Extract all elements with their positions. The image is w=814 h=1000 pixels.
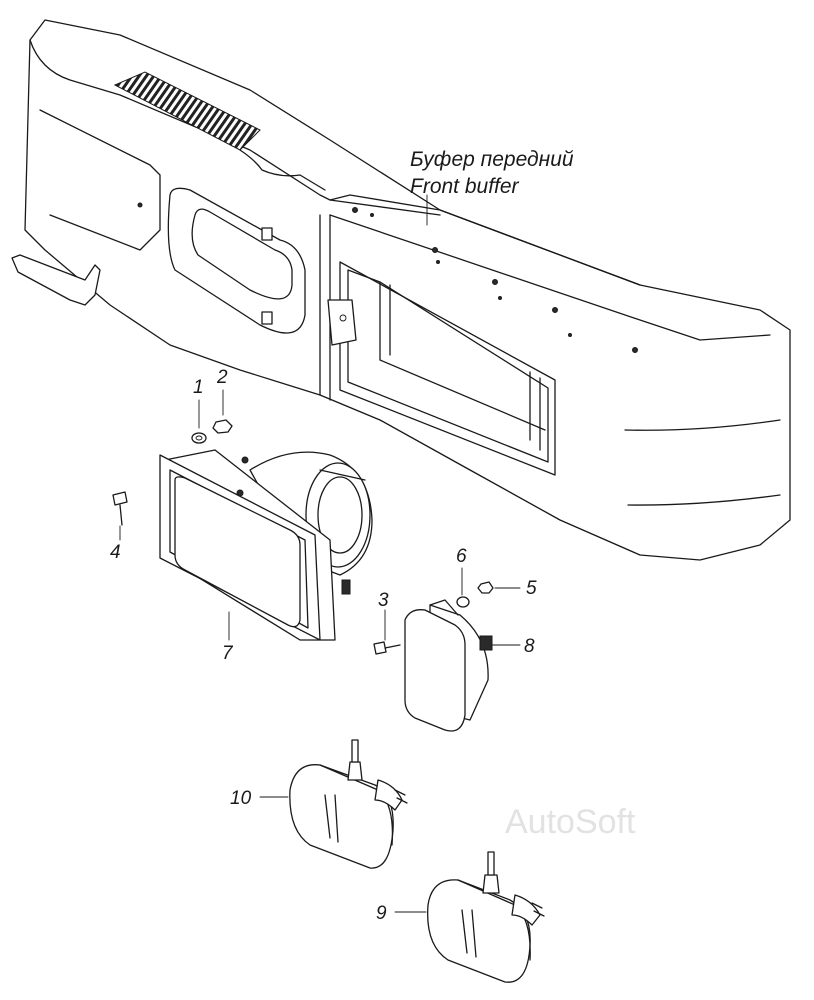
callout-1: 1 [193,377,204,398]
bolt-4 [112,491,128,526]
callout-7: 7 [222,643,234,664]
callout-3: 3 [378,590,389,611]
side-lamp [404,599,493,732]
leader-lines [119,194,521,913]
callout-9: 9 [376,903,387,924]
bolt-3 [373,641,401,655]
callout-2: 2 [216,367,228,388]
callout-4: 4 [110,542,121,563]
nut-2 [212,419,233,434]
front-bumper [11,19,791,561]
nut-5 [477,581,494,594]
bumper-holes [137,202,638,353]
title-en: Front buffer [410,175,520,198]
step-tread [113,71,261,151]
callout-6: 6 [456,546,467,567]
watermark-text: AutoSoft [505,803,636,841]
headlamp [159,449,373,641]
fog-lamp-upper [289,739,408,869]
callout-5: 5 [526,578,537,599]
washer-1 [191,432,207,444]
callout-10: 10 [230,788,252,809]
washer-6 [456,596,470,608]
fog-lamp-lower [427,851,545,983]
title-ru: Буфер передний [410,148,574,171]
callout-8: 8 [524,636,535,657]
